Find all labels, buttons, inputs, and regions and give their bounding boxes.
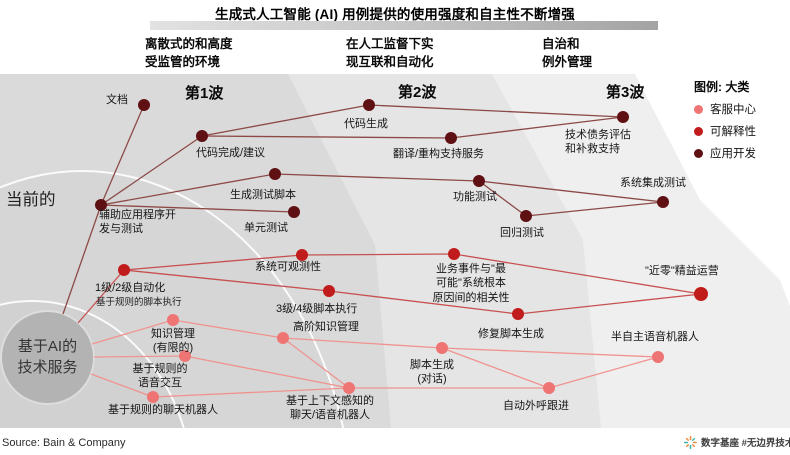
node-label-auto-callout: 自动外呼跟进 [503,400,569,412]
call-center-edges [90,319,659,398]
app-dev-dots [95,99,669,222]
call-center-dots [147,314,664,403]
node-dot-fix-script-gen[interactable] [512,308,524,320]
node-sublabel-l1-l2-automation: 基于规则的脚本执行 [96,297,182,308]
explainability-dots [118,248,708,320]
legend-title: 图例: 大类 [694,80,750,94]
explainability-dot-icon [694,126,703,136]
node-label-translation-refactor: 翻译/重构支持服务 [393,148,485,160]
page-title: 生成式人工智能 (AI) 用例提供的使用强度和自主性不断增强 [215,7,575,22]
node-dot-l3-l4-script[interactable] [323,285,335,297]
node-label-functional-test: 功能测试 [453,191,497,203]
node-label-knowledge-mgmt: 知识管理 (有限的) [151,328,195,355]
node-label-rule-voice: 基于规则的 语音交互 [132,363,188,390]
legend-label-app-dev: 应用开发 [710,148,756,160]
node-dot-code-completion[interactable] [196,130,208,142]
node-dot-l1-l2-automation[interactable] [118,264,130,276]
app-dev-dot-icon [694,148,703,158]
call-center-dot-icon [694,104,703,114]
column-header-3: 自治和 例外管理 [542,37,593,69]
node-label-unit-test: 单元测试 [244,222,288,234]
node-label-system-integration-test: 系统集成测试 [620,177,686,189]
node-dot-rule-voice[interactable] [179,350,191,362]
node-label-code-completion: 代码完成/建议 [196,147,266,159]
node-dot-functional-test[interactable] [473,175,485,187]
node-label-l1-l2-automation: 1级/2级自动化 [95,282,166,294]
footer-brand-text: 数字基座 #无边界技术 [701,438,790,449]
node-dot-script-gen-dialog[interactable] [436,342,448,354]
node-label-assisted-app-dev: 辅助应用程序开 发与测试 [99,209,176,236]
ai-tech-services-circle: 基于AI的 技术服务 [0,310,95,405]
legend-item-explainability: 可解释性 [694,123,790,139]
node-label-advanced-knowledge: 高阶知识管理 [293,321,359,333]
node-label-near-zero-lean-ops: "近零"精益运营 [645,265,719,277]
node-label-business-event-correlation: 业务事件与"最 可能"系统根本 原因间的相关性 [432,263,510,304]
node-dot-auto-callout[interactable] [543,382,555,394]
node-dot-translation-refactor[interactable] [445,132,457,144]
node-label-regression-test: 回归测试 [500,227,544,239]
node-label-rule-chatbot: 基于规则的聊天机器人 [108,404,218,416]
node-label-test-script-gen: 生成测试脚本 [230,189,296,201]
current-label: 当前的 [6,191,56,209]
node-label-documents: 文档 [106,94,128,106]
source-note: Source: Bain & Company [2,437,126,449]
node-dot-assisted-app-dev[interactable] [95,199,107,211]
wave1-label: 第1波 [185,85,224,102]
node-dot-knowledge-mgmt[interactable] [167,314,179,326]
node-label-tech-debt: 技术债务评估 和补救支持 [565,129,631,156]
node-dot-tech-debt[interactable] [617,111,629,123]
wave2-label: 第2波 [398,84,437,101]
node-dot-rule-chatbot[interactable] [147,391,159,403]
node-label-system-observability: 系统可观测性 [255,261,321,273]
node-dot-near-zero-lean-ops[interactable] [694,287,708,301]
legend: 图例: 大类 客服中心 可解释性 应用开发 [694,78,790,167]
node-label-l3-l4-script: 3级/4级脚本执行 [276,303,358,315]
node-label-script-gen-dialog: 脚本生成 (对话) [410,359,454,386]
node-dot-semi-auto-voicebot[interactable] [652,351,664,363]
column-header-1: 离散式的和高度 受监管的环境 [145,37,233,69]
footer-brand: 数字基座 #无边界技术 [684,435,790,449]
intensity-gradient-bar [150,21,658,30]
node-dot-system-observability[interactable] [296,249,308,261]
node-label-semi-auto-voicebot: 半自主语音机器人 [611,331,699,343]
node-label-code-generation: 代码生成 [344,118,388,130]
legend-label-call-center: 客服中心 [710,104,756,116]
starburst-logo-icon [684,435,697,449]
node-dot-system-integration-test[interactable] [657,196,669,208]
node-label-fix-script-gen: 修复脚本生成 [478,328,544,340]
node-dot-business-event-correlation[interactable] [448,248,460,260]
node-dot-test-script-gen[interactable] [269,168,281,180]
legend-item-call-center: 客服中心 [694,101,790,117]
legend-label-explainability: 可解释性 [710,126,756,138]
legend-item-app-dev: 应用开发 [694,145,790,161]
explainability-edges [77,253,702,324]
node-label-context-aware-bot: 基于上下文感知的 聊天/语音机器人 [286,395,374,422]
wave3-label: 第3波 [606,84,645,101]
column-header-2: 在人工监督下实 现互联和自动化 [346,37,434,69]
node-dot-code-generation[interactable] [363,99,375,111]
app-dev-edges [62,104,664,315]
node-dot-advanced-knowledge[interactable] [277,332,289,344]
node-dot-regression-test[interactable] [520,210,532,222]
node-dot-unit-test[interactable] [288,206,300,218]
node-dot-context-aware-bot[interactable] [343,382,355,394]
node-dot-documents[interactable] [138,99,150,111]
